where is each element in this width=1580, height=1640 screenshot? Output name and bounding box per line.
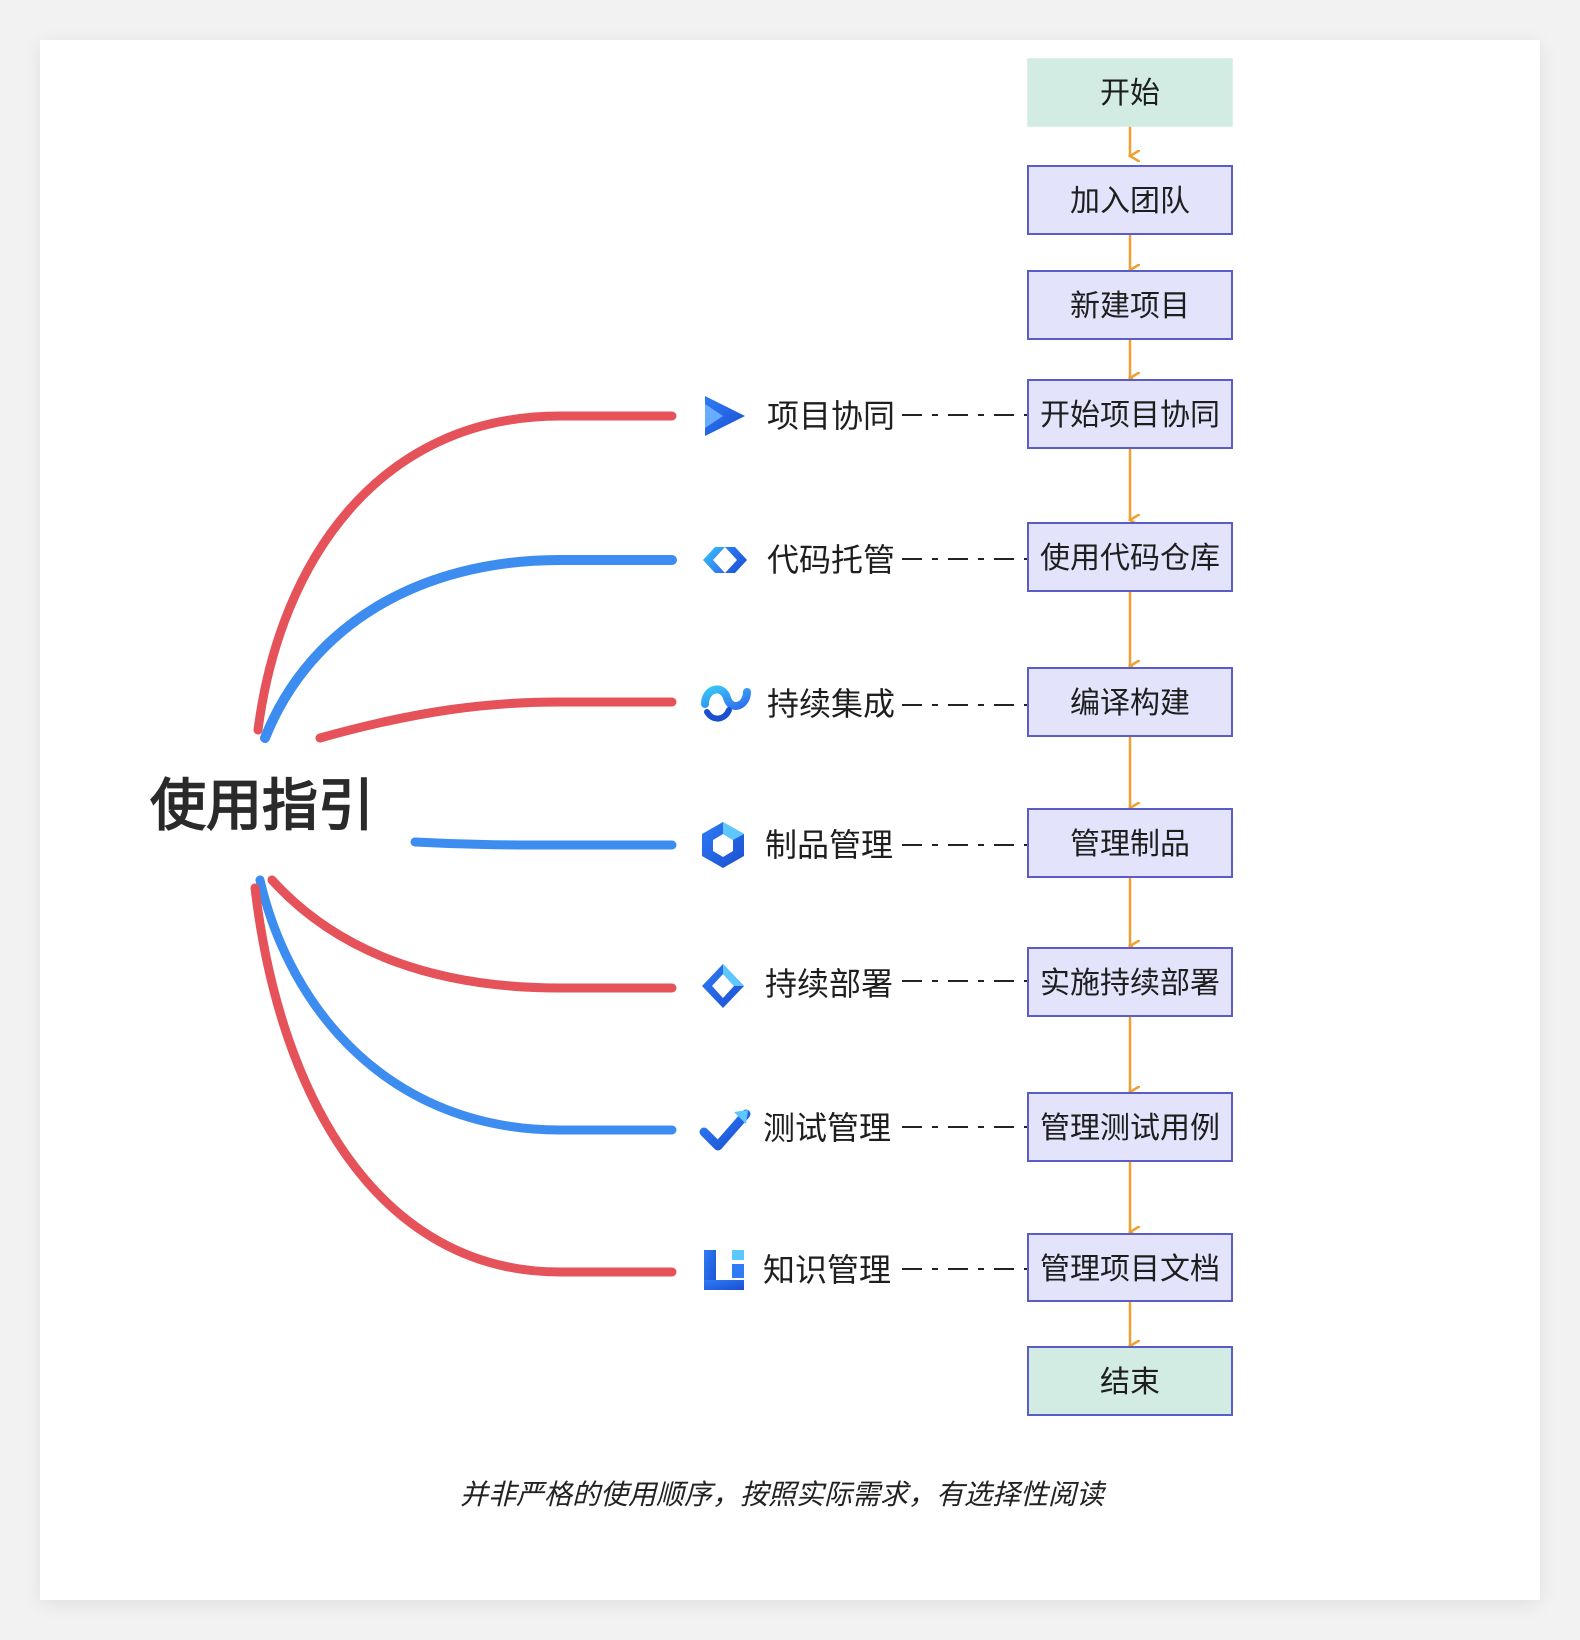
flow-node-label: 管理项目文档	[1040, 1252, 1220, 1287]
branch-code-hosting	[260, 555, 677, 743]
flow-node-start-collaboration[interactable]: 开始项目协同	[1027, 379, 1233, 449]
branch-continuous-deployment	[267, 875, 677, 993]
flow-node-label: 加入团队	[1070, 184, 1190, 219]
flow-node-continuous-deployment[interactable]: 实施持续部署	[1027, 947, 1233, 1017]
guide-label-project-collaboration[interactable]: 项目协同	[767, 397, 895, 435]
guide-label-knowledge-management[interactable]: 知识管理	[763, 1251, 891, 1289]
flow-node-new-project[interactable]: 新建项目	[1027, 270, 1233, 340]
flow-node-build[interactable]: 编译构建	[1027, 667, 1233, 737]
guide-label-continuous-deployment[interactable]: 持续部署	[765, 965, 893, 1003]
continuous-integration-icon	[701, 685, 751, 722]
branch-continuous-integration	[315, 697, 677, 743]
code-hosting-icon	[703, 547, 747, 573]
flow-node-label: 使用代码仓库	[1040, 541, 1220, 576]
branch-artifact-management	[410, 837, 677, 850]
flow-node-label: 新建项目	[1070, 289, 1190, 324]
flow-node-start[interactable]: 开始	[1027, 58, 1233, 127]
flow-node-label: 管理测试用例	[1040, 1111, 1220, 1146]
flow-node-label: 结束	[1100, 1365, 1160, 1400]
flow-node-use-repository[interactable]: 使用代码仓库	[1027, 522, 1233, 592]
dashed-connectors	[902, 414, 1028, 1270]
caption: 并非严格的使用顺序，按照实际需求，有选择性阅读	[460, 1478, 1107, 1511]
flow-node-end[interactable]: 结束	[1027, 1346, 1233, 1416]
root-label: 使用指引	[150, 774, 374, 839]
flow-node-manage-test-cases[interactable]: 管理测试用例	[1027, 1092, 1233, 1162]
flow-node-manage-artifacts[interactable]: 管理制品	[1027, 808, 1233, 878]
guide-label-test-management[interactable]: 测试管理	[763, 1109, 891, 1147]
branch-project-collaboration	[253, 411, 677, 735]
flow-node-label: 开始	[1100, 76, 1160, 111]
guide-label-code-hosting[interactable]: 代码托管	[767, 541, 895, 579]
flow-node-manage-docs[interactable]: 管理项目文档	[1027, 1233, 1233, 1302]
mindmap-flow-diagram: 使用指引 项目协同 代码托管 持续集成 制品管理 持续部署 测试管理 知识管理	[150, 58, 1233, 1511]
project-collaboration-icon	[705, 396, 745, 436]
flow-node-label: 编译构建	[1070, 686, 1190, 721]
flow-node-label: 开始项目协同	[1040, 398, 1220, 433]
flow-node-join-team[interactable]: 加入团队	[1027, 165, 1233, 235]
test-management-icon	[699, 1109, 751, 1151]
artifact-management-icon	[702, 822, 744, 868]
flow-node-label: 管理制品	[1070, 827, 1190, 862]
flow-node-label: 实施持续部署	[1040, 966, 1220, 1001]
knowledge-management-icon	[704, 1250, 744, 1290]
diagram-canvas: 使用指引 项目协同 代码托管 持续集成 制品管理 持续部署 测试管理 知识管理	[40, 40, 1540, 1600]
guide-label-continuous-integration[interactable]: 持续集成	[767, 685, 895, 723]
branch-test-management	[255, 875, 677, 1135]
branch-curves	[250, 411, 677, 1277]
guide-label-artifact-management[interactable]: 制品管理	[765, 826, 893, 864]
branch-knowledge-management	[250, 883, 677, 1277]
continuous-deployment-icon	[702, 964, 744, 1008]
